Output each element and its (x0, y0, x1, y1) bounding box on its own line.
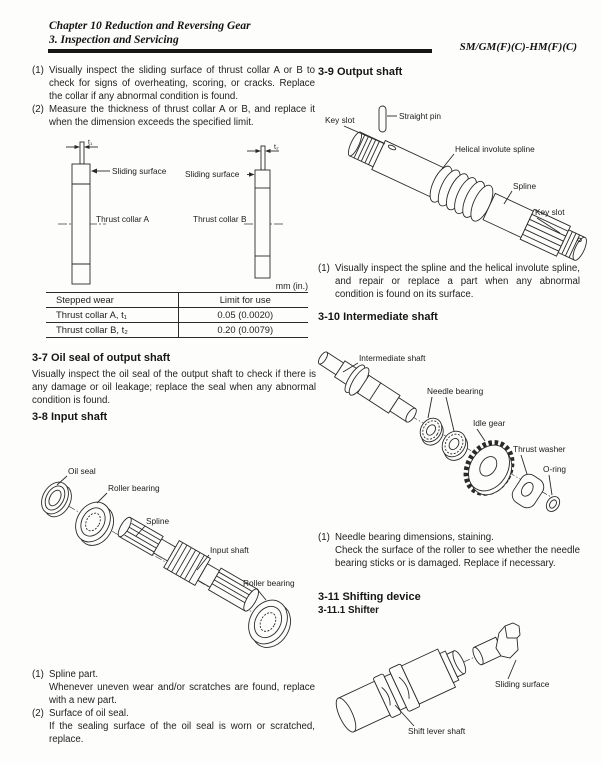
table-row: Thrust collar B, t₂ 0.20 (0.0079) (46, 322, 308, 338)
key-slot-end-label: Key slot (535, 207, 565, 217)
oil-seal-label: Oil seal (68, 466, 96, 476)
section-3-11-1-heading: 3-11.1 Shifter (318, 605, 379, 616)
sliding-surface-b-label: Sliding surface (185, 169, 240, 179)
roller-bearing-drawing (75, 501, 114, 546)
intermediate-shaft-label: Intermediate shaft (359, 353, 426, 363)
intermediate-shaft-drawing (317, 351, 417, 423)
page-header: Chapter 10 Reduction and Reversing Gear … (49, 20, 251, 47)
thrust-collar-a-label: Thrust collar A (96, 214, 149, 224)
item-number: (2) (32, 708, 44, 719)
needle-bearing-label: Needle bearing (427, 386, 484, 396)
item-title: Needle bearing dimensions, staining. (335, 532, 494, 543)
spline-label: Spline (146, 516, 169, 526)
column-header: Limit for use (177, 292, 308, 308)
table-cell: 0.20 (0.0079) (177, 322, 308, 338)
list-item: (1) Visually inspect the sliding surface… (32, 64, 315, 103)
thrust-collar-instructions: (1) Visually inspect the sliding surface… (32, 64, 315, 129)
helical-involute-spline-label: Helical involute spline (455, 144, 535, 154)
oil-seal-drawing (41, 481, 72, 518)
output-shaft-drawing (347, 131, 587, 261)
list-item: (1) Needle bearing dimensions, staining.… (318, 531, 580, 570)
thrust-washer-label: Thrust washer (513, 444, 566, 454)
intermediate-shaft-figure: Intermediate shaft Needle bearing Idle g… (317, 351, 566, 512)
sliding-surface-a-label: Sliding surface (112, 166, 167, 176)
header-rule (48, 49, 432, 53)
header-section-line: 3. Inspection and Servicing (49, 33, 179, 46)
needle-bearing-instruction: (1) Needle bearing dimensions, staining.… (318, 531, 580, 570)
list-item: (2) Surface of oil seal. If the sealing … (32, 707, 315, 746)
shift-lever-shaft-drawing (335, 648, 467, 733)
needle-bearing-2-drawing (441, 430, 469, 461)
table-cell: Thrust collar A, t₁ (46, 307, 178, 323)
input-shaft-drawing (117, 516, 259, 612)
shifter-figure: Sliding surface Shift lever shaft (335, 622, 550, 736)
list-item: (1) Visually inspect the spline and the … (318, 262, 580, 301)
item-text: Spline part. Whenever uneven wear and/or… (49, 668, 315, 707)
section-3-10-heading: 3-10 Intermediate shaft (318, 311, 438, 323)
output-shaft-instruction: (1) Visually inspect the spline and the … (318, 262, 580, 301)
roller-bearing-2-label: Roller bearing (243, 578, 295, 588)
dimension-t2-label: t₂ (274, 144, 279, 151)
table-cell: Thrust collar B, t₂ (46, 322, 178, 338)
needle-bearing-1-drawing (419, 417, 444, 446)
item-body: If the sealing surface of the oil seal i… (49, 721, 315, 745)
thrust-collar-figure: t₁ Sliding surface Thrust collar A t₂ Sl… (58, 140, 284, 285)
item-body: Whenever uneven wear and/or scratches ar… (49, 682, 315, 706)
key-slot-top-label: Key slot (325, 115, 355, 125)
table-row: Thrust collar A, t₁ 0.05 (0.0020) (46, 307, 308, 323)
item-number: (1) (318, 263, 330, 274)
item-body: Check the surface of the roller to see w… (335, 545, 580, 569)
item-title: Spline part. (49, 669, 99, 680)
straight-pin-label: Straight pin (399, 111, 441, 121)
list-item: (2) Measure the thickness of thrust coll… (32, 103, 315, 129)
list-item: (1) Spline part. Whenever uneven wear an… (32, 668, 315, 707)
section-3-11-heading: 3-11 Shifting device (318, 591, 421, 603)
wear-limit-table: Stepped wear Limit for use Thrust collar… (46, 292, 308, 338)
item-title: Surface of oil seal. (49, 708, 129, 719)
sliding-surface-label: Sliding surface (495, 679, 550, 689)
table-units-note: mm (in.) (275, 281, 308, 291)
input-shaft-instructions: (1) Spline part. Whenever uneven wear an… (32, 668, 315, 746)
header-model-code: SM/GM(F)(C)-HM(F)(C) (459, 41, 577, 53)
shifter-pin-drawing (472, 636, 505, 666)
item-text: Visually inspect the sliding surface of … (49, 65, 315, 102)
section-3-9-heading: 3-9 Output shaft (318, 66, 403, 78)
thrust-collar-b-label: Thrust collar B (193, 214, 247, 224)
roller-bearing-1-label: Roller bearing (108, 483, 160, 493)
idle-gear-drawing (463, 440, 515, 496)
item-text: Needle bearing dimensions, staining. Che… (335, 531, 580, 570)
section-3-7-heading: 3-7 Oil seal of output shaft (32, 352, 171, 364)
item-number: (1) (32, 669, 44, 680)
item-number: (1) (32, 65, 44, 76)
section-3-8-heading: 3-8 Input shaft (32, 411, 108, 423)
item-text: Measure the thickness of thrust collar A… (49, 104, 315, 128)
column-header: Stepped wear (46, 292, 178, 308)
item-number: (1) (318, 532, 330, 543)
input-shaft-label: Input shaft (210, 545, 249, 555)
item-text: Visually inspect the spline and the heli… (335, 263, 580, 300)
header-chapter-line: Chapter 10 Reduction and Reversing Gear (49, 20, 251, 32)
output-shaft-figure: Key slot Straight pin Helical involute s… (325, 105, 587, 261)
table-header-row: Stepped wear Limit for use (46, 292, 308, 308)
thrust-washer-drawing (511, 473, 545, 509)
input-shaft-figure: Oil seal Roller bearing Spline Input sha… (41, 466, 295, 648)
roller-bearing-drawing (248, 599, 291, 648)
o-ring-label: O-ring (543, 464, 566, 474)
item-text: Surface of oil seal. If the sealing surf… (49, 707, 315, 746)
spline-label: Spline (513, 181, 536, 191)
idle-gear-label: Idle gear (473, 418, 506, 428)
straight-pin-drawing (378, 105, 387, 133)
shifter-head-drawing (495, 622, 521, 659)
shift-lever-shaft-label: Shift lever shaft (408, 726, 466, 736)
dimension-t1-label: t₁ (88, 140, 93, 147)
section-3-7-body: Visually inspect the oil seal of the out… (32, 369, 316, 406)
o-ring-drawing (545, 496, 561, 512)
table-cell: 0.05 (0.0020) (177, 307, 308, 323)
item-number: (2) (32, 104, 44, 115)
